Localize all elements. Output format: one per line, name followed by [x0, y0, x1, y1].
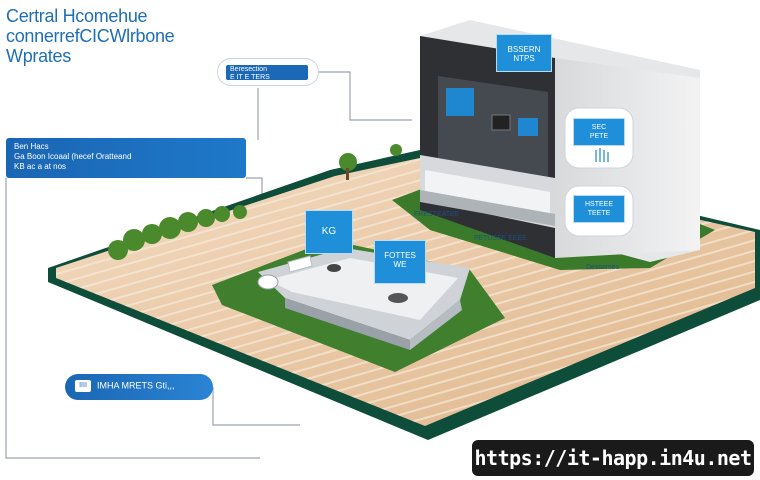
callout-top-line-2: E IT E TERS [230, 74, 270, 81]
title-line-3: Wprates [6, 46, 71, 66]
url-banner: https://it-happ.in4u.net [472, 440, 754, 476]
connector-lines [5, 71, 412, 459]
callout-top: Beresection E IT E TERS [217, 58, 319, 86]
tag-screen-top: BSSERN NTPS [496, 34, 552, 72]
title-line-1: Certral Hcomehue [6, 6, 148, 26]
callout-top-label: Beresection E IT E TERS [226, 65, 308, 81]
label-panel-base: Dessemes [586, 264, 620, 271]
title-line-2: connerrefCICWlrbone [6, 26, 175, 46]
callout-left: Ben Hacs Ga Boon Icoaal (hecef Oratteand… [6, 138, 246, 178]
label-room-under: FRESTEATEE [414, 211, 460, 218]
hedge [108, 144, 402, 260]
callout-bottom-icon: IIII [75, 380, 91, 392]
callout-bottom: IIII IMHA MRETS Gti,,, [65, 374, 213, 400]
tag-bed-left: KG [305, 210, 353, 254]
callout-left-line-2: Ga Boon Icoaal (hecef Oratteand [14, 152, 132, 161]
page-title: Certral Hcomehue connerrefCICWlrbone Wpr… [6, 6, 246, 66]
callout-top-line-1: Beresection [230, 66, 267, 73]
label-room-under-2: FETUSSE EEEE [474, 235, 527, 242]
callout-left-line-3: KB ac a at nos [14, 162, 67, 171]
tag-panel-upper: SEC PETE [573, 118, 625, 146]
tag-panel-lower: HSTEEE TEETE [573, 195, 625, 223]
tag-bed-right: FOTTES WE [374, 240, 426, 284]
callout-left-line-1: Ben Hacs [14, 142, 49, 151]
callout-bottom-text: IMHA MRETS Gti,,, [97, 380, 175, 391]
